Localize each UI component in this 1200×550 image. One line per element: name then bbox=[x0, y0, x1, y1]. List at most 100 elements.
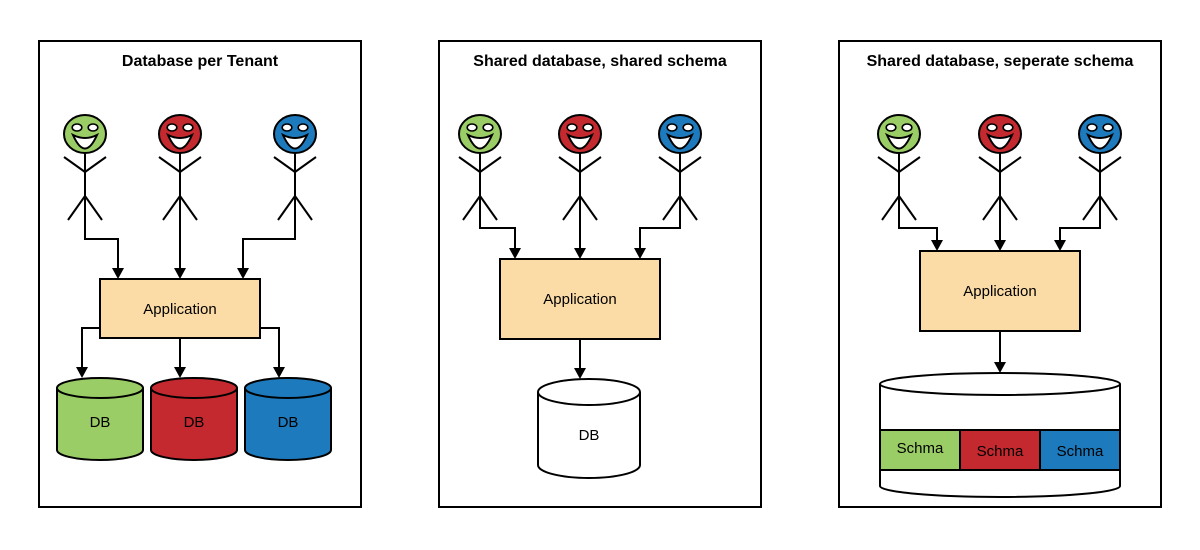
panel-3-drawing: Shared database, seperate schema bbox=[867, 53, 1134, 498]
smile-mouth-icon bbox=[465, 132, 495, 150]
arm-right bbox=[179, 156, 202, 173]
application-node bbox=[499, 258, 661, 340]
arm-left bbox=[558, 156, 581, 173]
leg-right bbox=[579, 195, 598, 221]
eye-icon bbox=[666, 123, 678, 132]
user-figure-green bbox=[877, 114, 921, 221]
eye-icon bbox=[885, 123, 897, 132]
leg-right bbox=[84, 195, 103, 221]
arm-left bbox=[658, 156, 681, 173]
panel-shared-db-shared-schema: Shared database, shared schema bbox=[438, 40, 762, 508]
cylinder-body bbox=[150, 388, 238, 461]
smile-mouth-icon bbox=[884, 132, 914, 150]
arrowhead-icon bbox=[994, 362, 1006, 373]
cylinder-body bbox=[537, 392, 641, 479]
arm-right bbox=[999, 156, 1022, 173]
leg-left bbox=[662, 195, 681, 221]
arm-right bbox=[294, 156, 317, 173]
arrowhead-icon bbox=[574, 248, 586, 259]
panel-title: Shared database, seperate schema bbox=[867, 53, 1134, 70]
application-node bbox=[99, 278, 261, 339]
arrowhead-icon bbox=[273, 367, 285, 378]
application-label: Application bbox=[543, 291, 616, 308]
smile-mouth-icon bbox=[665, 132, 695, 150]
user-figure-green bbox=[458, 114, 502, 221]
arrow-app-to-db1 bbox=[81, 327, 100, 367]
schema-block-blue: Schma bbox=[1039, 429, 1121, 471]
arrowhead-icon bbox=[931, 240, 943, 251]
leg-right bbox=[999, 195, 1018, 221]
arrow-user3-to-app bbox=[639, 220, 681, 248]
db-label: DB bbox=[278, 414, 299, 431]
arrowhead-icon bbox=[237, 268, 249, 279]
leg-right bbox=[898, 195, 917, 221]
arrow-user3-to-app bbox=[242, 220, 296, 268]
arrowhead-icon bbox=[112, 268, 124, 279]
application-node bbox=[919, 250, 1081, 332]
cylinder-top bbox=[244, 377, 332, 399]
smile-mouth-icon bbox=[985, 132, 1015, 150]
arrow-user1-to-app bbox=[479, 220, 516, 248]
schema-label: Schma bbox=[897, 440, 944, 457]
db-cylinder-blue: DB bbox=[244, 377, 332, 461]
eye-icon bbox=[582, 123, 594, 132]
eye-icon bbox=[182, 123, 194, 132]
arm-left bbox=[458, 156, 481, 173]
eye-icon bbox=[986, 123, 998, 132]
leg-left bbox=[67, 195, 86, 221]
eye-icon bbox=[71, 123, 83, 132]
arm-left bbox=[158, 156, 181, 173]
schema-block-red: Schma bbox=[959, 429, 1041, 471]
cylinder-top bbox=[879, 372, 1121, 396]
schema-rect bbox=[959, 429, 1041, 471]
user-figure-blue bbox=[273, 114, 317, 221]
smile-mouth-icon bbox=[280, 132, 310, 150]
arrowhead-icon bbox=[574, 368, 586, 379]
eye-icon bbox=[482, 123, 494, 132]
leg-right bbox=[294, 195, 313, 221]
arm-right bbox=[479, 156, 502, 173]
schema-block-green: Schma bbox=[879, 429, 961, 471]
leg-right bbox=[479, 195, 498, 221]
arm-right bbox=[1099, 156, 1122, 173]
arrowhead-icon bbox=[174, 367, 186, 378]
arrow-user1-to-app bbox=[898, 220, 938, 240]
arm-left bbox=[877, 156, 900, 173]
user-figure-red bbox=[158, 114, 202, 221]
db-cylinder-red: DB bbox=[150, 377, 238, 461]
eye-icon bbox=[297, 123, 309, 132]
schema-label: Schma bbox=[1057, 443, 1104, 460]
eye-icon bbox=[1102, 123, 1114, 132]
db-label: DB bbox=[90, 414, 111, 431]
leg-right bbox=[179, 195, 198, 221]
eye-icon bbox=[281, 123, 293, 132]
db-label: DB bbox=[579, 427, 600, 444]
arrowhead-icon bbox=[509, 248, 521, 259]
arm-right bbox=[84, 156, 107, 173]
leg-left bbox=[1082, 195, 1101, 221]
smile-mouth-icon bbox=[70, 132, 100, 150]
user-figure-blue bbox=[1078, 114, 1122, 221]
eye-icon bbox=[87, 123, 99, 132]
schema-rect bbox=[1039, 429, 1121, 471]
arm-left bbox=[978, 156, 1001, 173]
leg-left bbox=[462, 195, 481, 221]
user-figure-green bbox=[63, 114, 107, 221]
eye-icon bbox=[1002, 123, 1014, 132]
db-label: DB bbox=[184, 414, 205, 431]
arrowhead-icon bbox=[174, 268, 186, 279]
cylinder-body bbox=[56, 388, 144, 461]
eye-icon bbox=[901, 123, 913, 132]
arrowhead-icon bbox=[634, 248, 646, 259]
db-cylinder-shared: Schma Schma Schma bbox=[879, 372, 1121, 498]
db-cylinder-shared: DB bbox=[537, 378, 641, 479]
cylinder-top bbox=[537, 378, 641, 406]
panel-title: Database per Tenant bbox=[122, 53, 279, 70]
panel-database-per-tenant: Database per Tenant bbox=[38, 40, 362, 508]
arm-left bbox=[1078, 156, 1101, 173]
leg-left bbox=[562, 195, 581, 221]
leg-left bbox=[277, 195, 296, 221]
db-cylinder-green: DB bbox=[56, 377, 144, 461]
eye-icon bbox=[166, 123, 178, 132]
